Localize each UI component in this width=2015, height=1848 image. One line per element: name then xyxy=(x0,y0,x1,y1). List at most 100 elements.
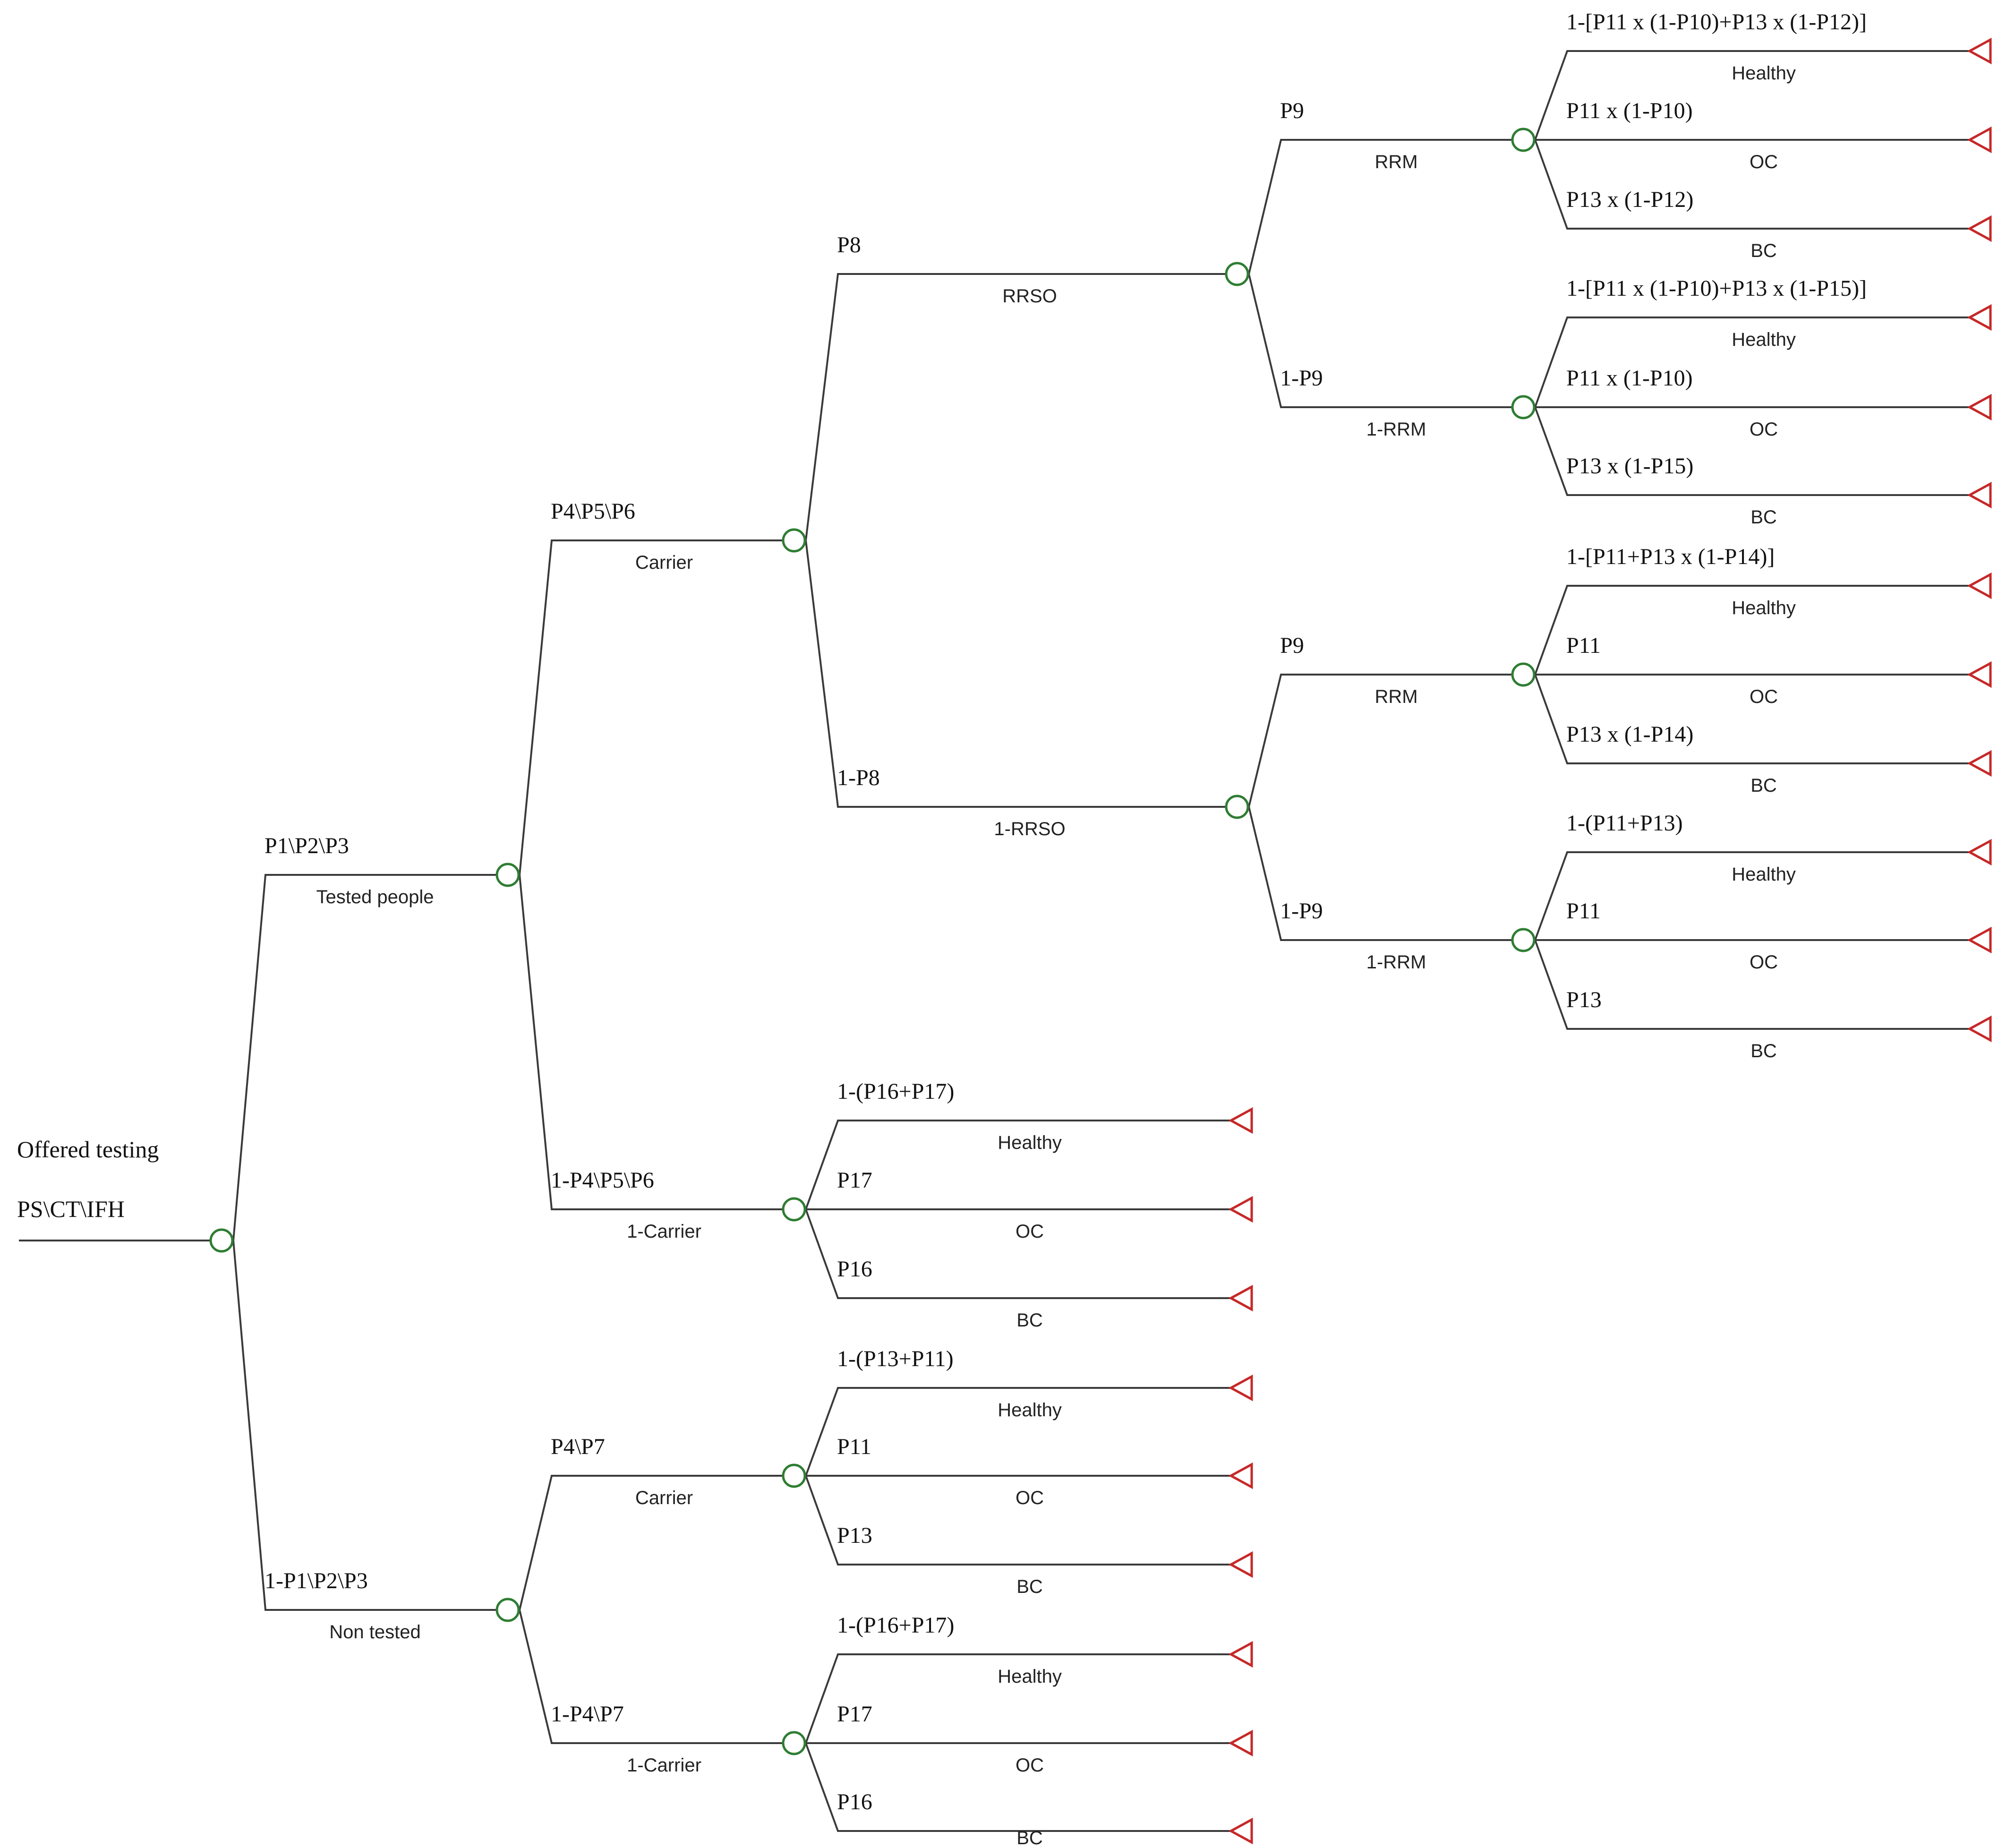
chance-node-icon xyxy=(782,1197,806,1222)
outcome-edge xyxy=(805,1475,1231,1566)
outcome-prob: P16 xyxy=(837,1257,872,1282)
outcome-label: BC xyxy=(1016,1310,1043,1331)
outcome-prob: P11 x (1-P10) xyxy=(1566,366,1693,391)
outcome-edge xyxy=(805,1209,1231,1299)
outcome-prob: P13 x (1-P14) xyxy=(1566,722,1693,747)
outcome-edge xyxy=(1534,139,1970,230)
outcome-group-norrso-no-rrm: 1-(P11+P13) Healthy P11 OC P13 BC xyxy=(1534,811,1992,1061)
terminal-node-icon xyxy=(1967,215,1992,242)
chance-node-icon xyxy=(782,1463,806,1488)
terminal-node-icon xyxy=(1967,661,1992,688)
outcome-prob: P13 xyxy=(1566,987,1602,1012)
branch-no-rrso-prob: 1-P8 xyxy=(837,765,880,790)
outcome-edge xyxy=(1534,407,1970,496)
branch-nontested-carrier-prob: P4\P7 xyxy=(551,1434,605,1459)
outcome-label: BC xyxy=(1016,1576,1043,1597)
outcome-prob: P11 xyxy=(1566,898,1601,924)
terminal-node-icon xyxy=(1967,572,1992,599)
terminal-node-icon xyxy=(1228,1462,1253,1489)
branch-norrso-rrm xyxy=(1248,674,1511,807)
outcome-prob: 1-(P11+P13) xyxy=(1566,811,1683,836)
branch-nontested-noncarrier xyxy=(519,1609,782,1744)
branch-rrso xyxy=(805,273,1225,541)
terminal-node-icon xyxy=(1228,1374,1253,1402)
outcome-edge xyxy=(1534,317,1970,408)
outcome-label: OC xyxy=(1750,152,1778,172)
branch-tested-label: Tested people xyxy=(316,887,434,907)
branch-norrso-no-rrm xyxy=(1248,806,1511,941)
outcome-label: Healthy xyxy=(1732,63,1796,84)
outcome-label: BC xyxy=(1750,1041,1777,1061)
outcome-group-norrso-rrm: 1-[P11+P13 x (1-P14)] Healthy P11 OC P13… xyxy=(1534,544,1992,796)
branch-tested-carrier xyxy=(519,539,782,875)
outcome-label: BC xyxy=(1750,775,1777,796)
chance-node-icon xyxy=(1511,395,1536,419)
chance-node-icon xyxy=(495,1598,520,1622)
branch-rrso-label: RRSO xyxy=(1002,286,1057,307)
terminal-node-icon xyxy=(1967,481,1992,509)
chance-node-icon xyxy=(1511,128,1536,152)
terminal-node-icon xyxy=(1967,1015,1992,1043)
terminal-node-icon xyxy=(1228,1107,1253,1134)
chance-node-icon xyxy=(1225,262,1249,286)
branch-rrso-no-rrm-prob: 1-P9 xyxy=(1280,366,1323,391)
outcome-group-nontested-carrier: 1-(P13+P11) Healthy P11 OC P13 BC xyxy=(805,1346,1253,1597)
outcome-prob: P11 x (1-P10) xyxy=(1566,98,1693,123)
chance-node-icon xyxy=(1511,928,1536,952)
outcome-label: OC xyxy=(1016,1221,1044,1242)
outcome-edge xyxy=(805,1653,1231,1744)
branch-tested-prob: P1\P2\P3 xyxy=(265,833,349,858)
outcome-edge xyxy=(1534,585,1970,675)
branch-tested-carrier-label: Carrier xyxy=(635,552,693,573)
outcome-edge xyxy=(1534,851,1970,941)
terminal-node-icon xyxy=(1967,394,1992,421)
terminal-node-icon xyxy=(1967,838,1992,866)
outcome-prob: 1-[P11 x (1-P10)+P13 x (1-P15)] xyxy=(1566,276,1867,301)
branch-tested xyxy=(232,874,496,1241)
branch-tested-carrier-prob: P4\P5\P6 xyxy=(551,499,635,524)
outcome-label: BC xyxy=(1750,240,1777,261)
branch-non-tested-prob: 1-P1\P2\P3 xyxy=(265,1568,368,1593)
outcome-prob: P13 x (1-P12) xyxy=(1566,187,1693,212)
branch-tested-noncarrier-prob: 1-P4\P5\P6 xyxy=(551,1168,654,1193)
terminal-node-icon xyxy=(1967,926,1992,954)
branch-tested-noncarrier-label: 1-Carrier xyxy=(627,1221,701,1242)
outcome-edge xyxy=(805,1743,1231,1832)
outcome-prob: 1-(P16+P17) xyxy=(837,1079,954,1104)
branch-non-tested-label: Non tested xyxy=(329,1622,420,1643)
outcome-label: Healthy xyxy=(1732,598,1796,618)
outcome-label: Healthy xyxy=(998,1132,1062,1153)
outcome-prob: P11 xyxy=(1566,633,1601,658)
outcome-group-tested-noncarrier: 1-(P16+P17) Healthy P17 OC P16 BC xyxy=(805,1079,1253,1331)
branch-no-rrso-label: 1-RRSO xyxy=(994,819,1065,839)
outcome-label: Healthy xyxy=(1732,864,1796,885)
branch-rrso-rrm xyxy=(1248,139,1511,274)
branch-rrso-rrm-label: RRM xyxy=(1375,152,1417,172)
branch-nontested-noncarrier-label: 1-Carrier xyxy=(627,1755,701,1776)
branch-norrso-rrm-label: RRM xyxy=(1375,686,1417,707)
outcome-edge xyxy=(805,1387,1231,1476)
outcome-group-rrso-rrm: 1-[P11 x (1-P10)+P13 x (1-P12)] Healthy … xyxy=(1534,9,1992,261)
outcome-label: OC xyxy=(1016,1755,1044,1776)
terminal-node-icon xyxy=(1967,304,1992,331)
outcome-edge xyxy=(805,1120,1231,1210)
chance-node-icon xyxy=(1225,795,1249,819)
branch-rrso-no-rrm xyxy=(1248,274,1511,408)
branch-nontested-noncarrier-prob: 1-P4\P7 xyxy=(551,1702,624,1727)
outcome-group-rrso-no-rrm: 1-[P11 x (1-P10)+P13 x (1-P15)] Healthy … xyxy=(1534,276,1992,528)
terminal-node-icon xyxy=(1228,1817,1253,1845)
branch-nontested-carrier xyxy=(519,1475,782,1610)
branch-norrso-no-rrm-prob: 1-P9 xyxy=(1280,898,1323,924)
terminal-node-icon xyxy=(1228,1729,1253,1757)
outcome-label: OC xyxy=(1750,419,1778,440)
branch-tested-noncarrier xyxy=(519,874,782,1210)
outcome-label: OC xyxy=(1016,1488,1044,1508)
outcome-prob: P17 xyxy=(837,1168,872,1193)
outcome-edge xyxy=(1534,50,1970,140)
branch-no-rrso xyxy=(805,540,1225,808)
outcome-label: Healthy xyxy=(1732,329,1796,350)
terminal-node-icon xyxy=(1228,1196,1253,1223)
outcome-prob: 1-[P11 x (1-P10)+P13 x (1-P12)] xyxy=(1566,9,1867,34)
terminal-node-icon xyxy=(1228,1551,1253,1578)
